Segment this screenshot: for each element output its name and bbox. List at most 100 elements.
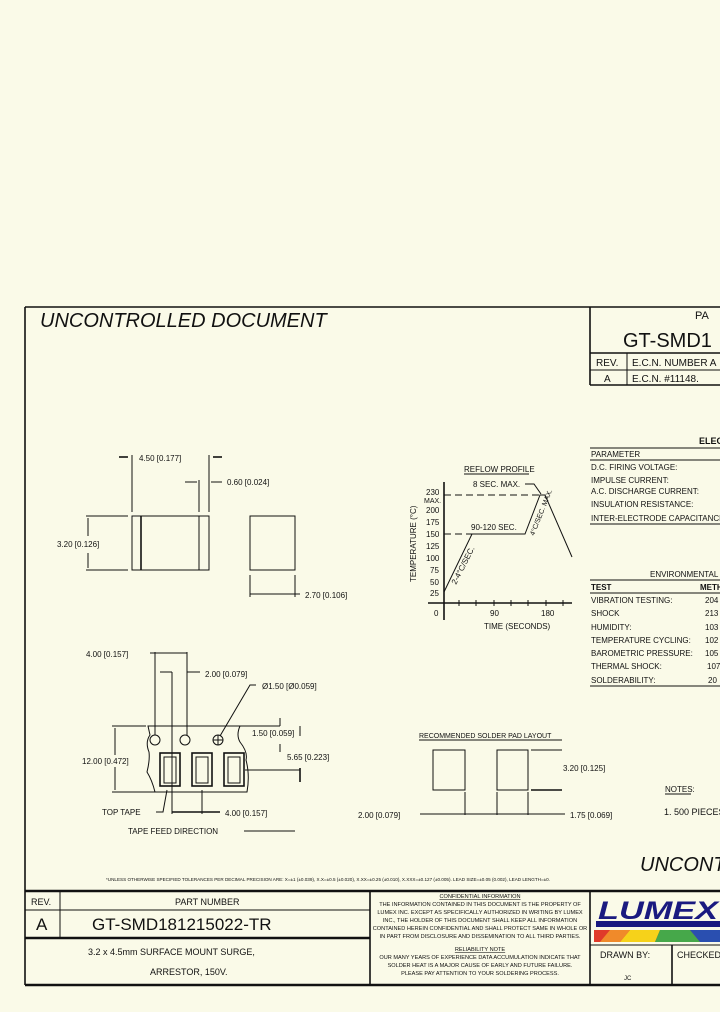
svg-text:SHOCK: SHOCK bbox=[591, 609, 620, 618]
hole-dia-dim: Ø1.50 [Ø0.059] bbox=[262, 682, 317, 691]
method-header: METH bbox=[700, 583, 720, 592]
svg-text:BAROMETRIC PRESSURE:: BAROMETRIC PRESSURE: bbox=[591, 649, 693, 658]
y-tick: 100 bbox=[426, 554, 440, 563]
svg-text:103: 103 bbox=[705, 623, 719, 632]
rev-label: REV. bbox=[31, 897, 51, 907]
x-tick: 0 bbox=[434, 609, 439, 618]
electrical-title: ELECT bbox=[699, 436, 720, 446]
y-tick: 150 bbox=[426, 530, 440, 539]
rev-value: A bbox=[604, 374, 611, 385]
description-line: ARRESTOR, 150V. bbox=[150, 967, 228, 977]
pad-width-dim: 2.00 [0.079] bbox=[358, 811, 400, 820]
electrical-table: ELECT PARAMETER D.C. FIRING VOLTAGE: IMP… bbox=[590, 436, 720, 525]
env-row: SHOCK 213 bbox=[591, 609, 719, 618]
parameter-row: INSULATION RESISTANCE: bbox=[591, 500, 693, 509]
x-tick: 180 bbox=[541, 609, 555, 618]
uncontrolled-watermark-bottom: UNCONT bbox=[640, 854, 720, 876]
hole-offset-dim: 2.00 [0.079] bbox=[205, 670, 247, 679]
tape-drawing: 4.00 [0.157] 2.00 [0.079] Ø1.50 [Ø0.059]… bbox=[82, 650, 329, 836]
notes-title: NOTES: bbox=[665, 785, 695, 794]
y-axis-label: TEMPERATURE (°C) bbox=[409, 505, 418, 582]
y-tick: 25 bbox=[430, 589, 439, 598]
confidential-line: LUMEX INC. EXCEPT AS SPECIFICALLY AUTHOR… bbox=[377, 910, 583, 916]
svg-text:20: 20 bbox=[708, 676, 717, 685]
length-dim: 4.50 [0.177] bbox=[139, 454, 181, 463]
svg-text:SOLDERABILITY:: SOLDERABILITY: bbox=[591, 676, 655, 685]
note-item: 1. 500 PIECES bbox=[664, 807, 720, 817]
solder-pad-layout: RECOMMENDED SOLDER PAD LAYOUT 3.20 [0.12… bbox=[358, 733, 612, 820]
reliability-line: OUR MANY YEARS OF EXPERIENCE DATA ACCUMU… bbox=[379, 955, 581, 961]
svg-text:LUMEX: LUMEX bbox=[598, 897, 720, 925]
env-row: HUMIDITY: 103 bbox=[591, 623, 719, 632]
pad-height-dim: 3.20 [0.125] bbox=[563, 764, 605, 773]
y-tick: 125 bbox=[426, 542, 440, 551]
y-tick: 75 bbox=[430, 566, 439, 575]
tolerance-note: *UNLESS OTHERWISE SPECIFIED TOLERANCES P… bbox=[106, 877, 550, 882]
drawn-by-label: DRAWN BY: bbox=[600, 950, 650, 960]
confidential-line: IN PART FROM DISCLOSURE AND DISSEMINATIO… bbox=[380, 934, 581, 940]
description-line: 3.2 x 4.5mm SURFACE MOUNT SURGE, bbox=[88, 947, 255, 957]
pad-gap-dim: 1.75 [0.069] bbox=[570, 811, 612, 820]
parameter-row: D.C. FIRING VOLTAGE: bbox=[591, 463, 677, 472]
env-row: BAROMETRIC PRESSURE: 105 bbox=[591, 649, 719, 658]
svg-text:TEMPERATURE CYCLING:: TEMPERATURE CYCLING: bbox=[591, 636, 691, 645]
reliability-line: PLEASE PAY ATTENTION TO YOUR SOLDERING P… bbox=[401, 971, 559, 977]
reliability-title: RELIABILITY NOTE bbox=[455, 947, 506, 953]
env-row: SOLDERABILITY: 20 bbox=[591, 676, 717, 685]
sheet-frame bbox=[24, 306, 720, 987]
env-row: TEMPERATURE CYCLING: 102 bbox=[591, 636, 719, 645]
lumex-logo: LUMEX bbox=[593, 894, 720, 943]
hole-edge-dim: 1.50 [0.059] bbox=[252, 729, 294, 738]
parameter-header: PARAMETER bbox=[591, 450, 640, 459]
ecn-value: E.C.N. #11148. bbox=[632, 374, 699, 385]
y-tick: 50 bbox=[430, 578, 439, 587]
confidential-line: CONTAINED HEREIN CONFIDENTIAL AND SHALL … bbox=[373, 926, 587, 932]
terminal-dim: 0.60 [0.024] bbox=[227, 478, 269, 487]
uncontrolled-watermark: UNCONTROLLED DOCUMENT bbox=[40, 310, 328, 332]
tape-width-dim: 12.00 [0.472] bbox=[82, 757, 129, 766]
center-dim: 5.65 [0.223] bbox=[287, 753, 329, 762]
svg-text:VIBRATION TESTING:: VIBRATION TESTING: bbox=[591, 596, 673, 605]
confidential-line: INC., THE HOLDER OF THIS DOCUMENT SHALL … bbox=[383, 918, 577, 924]
rev-header: REV. bbox=[596, 358, 618, 369]
peak-label: 8 SEC. MAX. bbox=[473, 480, 520, 489]
width-dim: 3.20 [0.126] bbox=[57, 540, 99, 549]
svg-text:107: 107 bbox=[707, 662, 720, 671]
ecn-header: E.C.N. NUMBER A bbox=[632, 358, 717, 369]
reflow-curve bbox=[443, 494, 573, 593]
svg-text:HUMIDITY:: HUMIDITY: bbox=[591, 623, 631, 632]
environmental-title: ENVIRONMENTAL S bbox=[650, 570, 720, 579]
env-row: THERMAL SHOCK: 107 bbox=[591, 662, 720, 671]
feed-direction-label: TAPE FEED DIRECTION bbox=[128, 827, 218, 836]
top-tape-label: TOP TAPE bbox=[102, 808, 141, 817]
part-label: PA bbox=[695, 310, 710, 322]
svg-text:102: 102 bbox=[705, 636, 719, 645]
part-number-label: PART NUMBER bbox=[175, 897, 240, 907]
parameter-row: IMPULSE CURRENT: bbox=[591, 476, 669, 485]
y-tick: 230 bbox=[426, 488, 440, 497]
test-header: TEST bbox=[591, 583, 612, 592]
confidential-title: CONFIDENTIAL INFORMATION bbox=[439, 894, 520, 900]
soak-label: 90-120 SEC. bbox=[471, 523, 517, 532]
y-tick: MAX. bbox=[424, 498, 441, 505]
svg-text:105: 105 bbox=[705, 649, 719, 658]
component-drawing: 4.50 [0.177] 0.60 [0.024] 3.20 [0.126] 2… bbox=[57, 454, 347, 600]
notes: NOTES: 1. 500 PIECES UNCONT bbox=[640, 785, 720, 876]
parameter-row: A.C. DISCHARGE CURRENT: bbox=[591, 487, 699, 496]
svg-text:213: 213 bbox=[705, 609, 719, 618]
confidential-line: THE INFORMATION CONTAINED IN THIS DOCUME… bbox=[379, 902, 581, 908]
part-number-header: PA GT-SMD1 REV. E.C.N. NUMBER A A E.C.N.… bbox=[589, 307, 720, 386]
reliability-line: SOLDER HEAT IS A MAJOR CAUSE OF EARLY AN… bbox=[388, 963, 573, 969]
env-row: VIBRATION TESTING:204 bbox=[591, 596, 719, 605]
x-tick: 90 bbox=[490, 609, 499, 618]
environmental-table: ENVIRONMENTAL S TEST METH VIBRATION TEST… bbox=[590, 570, 720, 687]
x-axis-label: TIME (SECONDS) bbox=[484, 622, 551, 631]
part-number: GT-SMD181215022-TR bbox=[92, 915, 272, 934]
y-tick: 200 bbox=[426, 506, 440, 515]
pocket-pitch-dim: 4.00 [0.157] bbox=[225, 809, 267, 818]
pitch-dim: 4.00 [0.157] bbox=[86, 650, 128, 659]
ramp-up-label: 2-4°C/SEC. bbox=[450, 545, 477, 586]
height-dim: 2.70 [0.106] bbox=[305, 591, 347, 600]
svg-text:THERMAL SHOCK:: THERMAL SHOCK: bbox=[591, 662, 662, 671]
